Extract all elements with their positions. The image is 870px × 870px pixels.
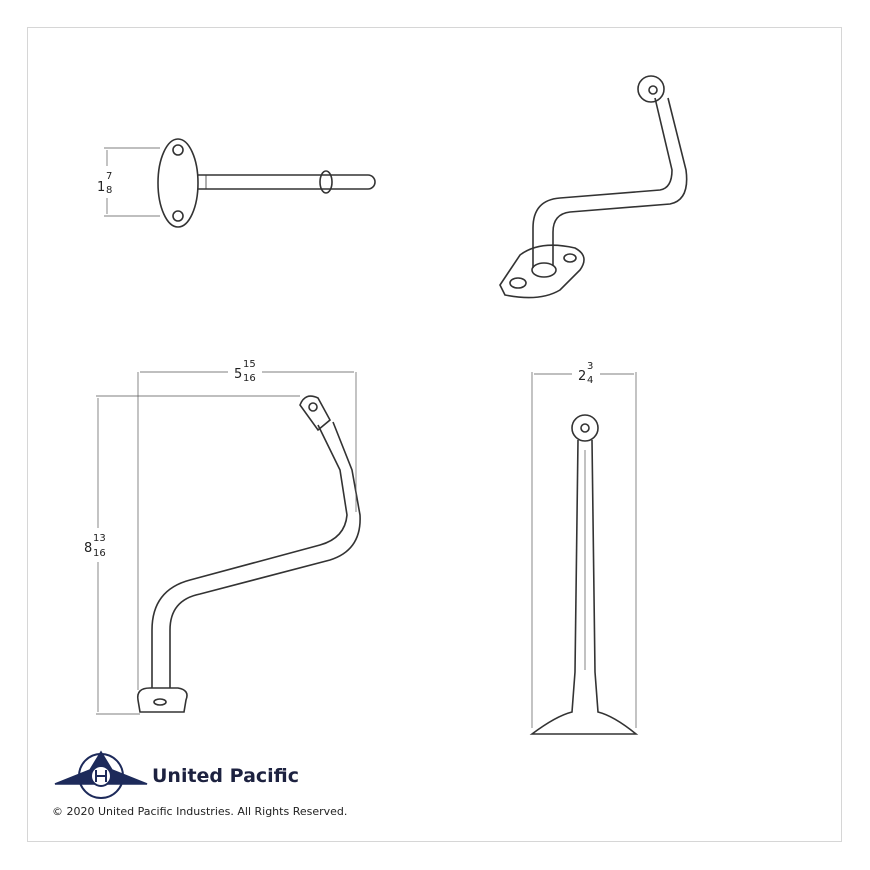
dimension-width-num: 15 — [243, 359, 256, 370]
brand-name: United Pacific — [152, 765, 300, 787]
dimension-width-whole: 5 — [234, 367, 242, 382]
front-view-bracket — [529, 414, 639, 735]
side-view-bracket — [136, 395, 361, 713]
dimension-front-whole: 2 — [578, 369, 586, 384]
dimension-width-den: 16 — [243, 373, 256, 384]
dimension-top-left-num: 7 — [106, 171, 112, 182]
dimension-front-den: 4 — [587, 375, 593, 386]
drawing-frame — [27, 27, 842, 842]
dimension-top-left-whole: 1 — [97, 180, 105, 195]
united-pacific-logo — [54, 750, 148, 799]
dimension-front-num: 3 — [587, 361, 593, 372]
dimension-line-top-left — [104, 147, 160, 217]
dimension-height-whole: 8 — [84, 541, 92, 556]
dimension-lines-bottom-right — [531, 372, 637, 728]
dimension-top-left-den: 8 — [106, 185, 112, 196]
perspective-view-bracket — [499, 75, 688, 299]
dimension-height-num: 13 — [93, 533, 106, 544]
dimension-lines-bottom-left — [96, 371, 357, 715]
top-view-bracket — [157, 138, 376, 228]
copyright-text: © 2020 United Pacific Industries. All Ri… — [52, 805, 348, 818]
dimension-height-den: 16 — [93, 548, 106, 559]
